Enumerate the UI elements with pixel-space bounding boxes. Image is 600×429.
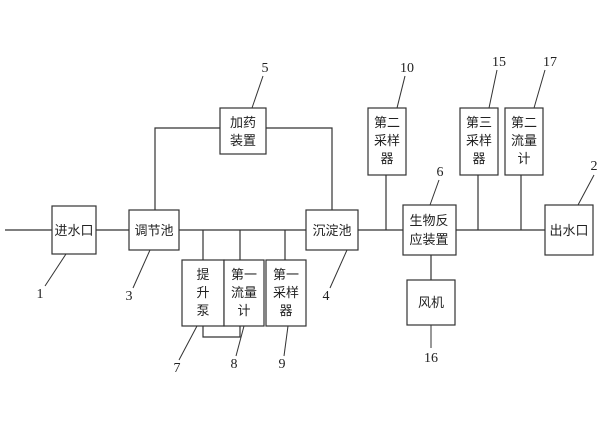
connection-lines (5, 127, 545, 338)
sampler-2-label-line1: 第二 (374, 116, 400, 131)
flowmeter-2-label-line3: 计 (517, 152, 530, 167)
flowmeter-1-box: 第一 流量 计 (223, 259, 265, 327)
lift-pump-label-line2: 升 (196, 286, 209, 301)
sampler-3-label-line2: 采样 (466, 134, 492, 149)
outlet-box: 出水口 (544, 204, 594, 256)
sampler-2-box: 第二 采样 器 (367, 107, 407, 176)
line-dosing-loop-right (266, 127, 333, 210)
blower-box: 风机 (406, 279, 456, 326)
line-dosing-loop (154, 127, 220, 210)
sampler-3-label-line1: 第三 (466, 116, 492, 131)
sampler-3-box: 第三 采样 器 (459, 107, 499, 176)
dosing-device-box: 加药 装置 (219, 107, 267, 155)
flowmeter-1-label-line2: 流量 (231, 286, 257, 301)
ref-number-lift-pump: 7 (174, 361, 181, 376)
blower-label: 风机 (418, 296, 444, 311)
ref-number-outlet: 2 (591, 159, 598, 174)
lift-pump-box: 提 升 泵 (181, 259, 225, 327)
regulating-tank-label: 调节池 (134, 224, 173, 239)
sampler-1-label-line2: 采样 (273, 286, 299, 301)
bioreactor-label-line1: 生物反 (409, 214, 448, 229)
ref-number-flowmeter-1: 8 (231, 357, 238, 372)
ref-number-flowmeter-2: 17 (543, 55, 557, 70)
flowmeter-2-label-line1: 第二 (511, 116, 537, 131)
reference-numbers: 1 2 3 4 5 6 7 8 9 10 15 17 16 (37, 55, 598, 376)
ref-number-dosing: 5 (262, 61, 269, 76)
flowmeter-1-label-line1: 第一 (231, 268, 257, 283)
outlet-label: 出水口 (549, 224, 588, 239)
lift-pump-label-line3: 泵 (196, 304, 209, 319)
settling-tank-box: 沉淀池 (305, 209, 359, 251)
ref-number-sampler-1: 9 (279, 357, 286, 372)
dosing-device-label-line2: 装置 (230, 134, 256, 149)
ref-number-bioreactor: 6 (437, 165, 444, 180)
ref-number-blower: 16 (424, 351, 438, 366)
ref-number-sampler-2: 10 (400, 61, 414, 76)
bioreactor-box: 生物反 应装置 (402, 204, 457, 256)
line-pump-to-flowmeter (202, 326, 241, 338)
ref-number-regulating: 3 (126, 289, 133, 304)
leader-lines (44, 69, 595, 361)
sampler-2-label-line2: 采样 (374, 134, 400, 149)
regulating-tank-box: 调节池 (128, 209, 180, 251)
inlet-box: 进水口 (51, 205, 97, 255)
flowmeter-2-label-line2: 流量 (511, 134, 537, 149)
flowmeter-1-label-line3: 计 (237, 304, 250, 319)
dosing-device-label-line1: 加药 (230, 116, 256, 131)
ref-number-sampler-3: 15 (492, 55, 506, 70)
bioreactor-label-line2: 应装置 (409, 232, 448, 248)
sampler-2-label-line3: 器 (380, 152, 393, 167)
flowmeter-2-box: 第二 流量 计 (504, 107, 544, 176)
ref-number-settling: 4 (323, 289, 330, 304)
sampler-1-label-line1: 第一 (273, 268, 299, 283)
sampler-3-label-line3: 器 (472, 152, 485, 167)
lift-pump-label-line1: 提 (196, 267, 209, 283)
inlet-label: 进水口 (54, 224, 93, 239)
settling-tank-label: 沉淀池 (312, 224, 351, 239)
sampler-1-box: 第一 采样 器 (265, 259, 307, 327)
ref-number-inlet: 1 (37, 287, 44, 302)
sampler-1-label-line3: 器 (279, 304, 292, 319)
